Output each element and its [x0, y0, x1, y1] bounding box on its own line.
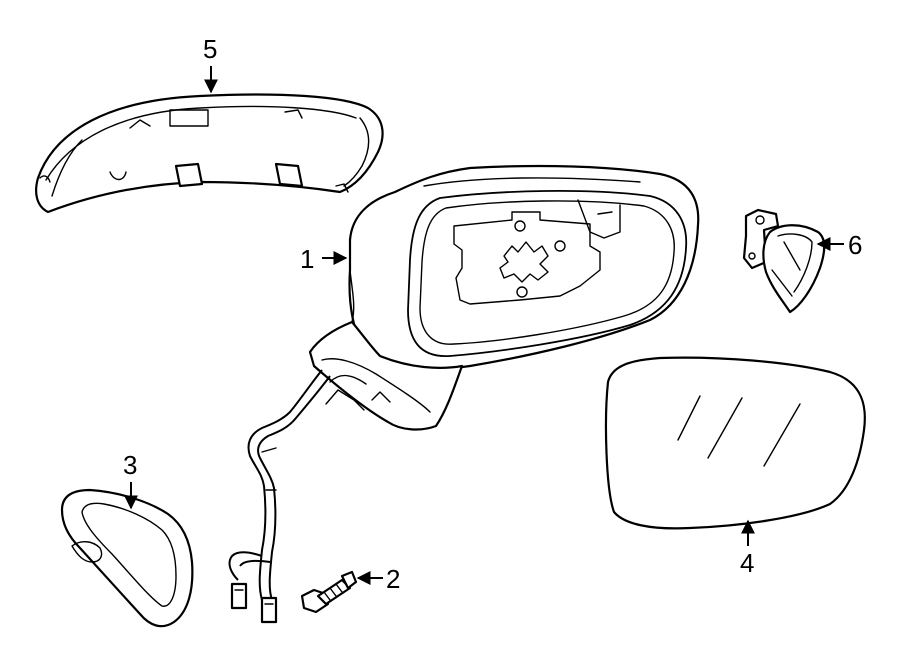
wiring-harness — [228, 369, 331, 624]
mounting-bolt — [300, 570, 358, 614]
turn-signal-lamp — [742, 208, 826, 314]
callout-5: 5 — [203, 34, 217, 64]
callout-labels: 1 2 3 4 5 6 — [123, 34, 862, 594]
callout-2: 2 — [386, 564, 400, 594]
mirror-glass — [604, 356, 866, 530]
trim-gasket — [60, 488, 194, 628]
mirror-cover-cap — [35, 93, 384, 214]
callout-4: 4 — [740, 548, 754, 578]
mirror-housing-assembly — [308, 164, 700, 431]
callout-6: 6 — [848, 230, 862, 260]
leader-arrows — [124, 66, 844, 585]
callout-3: 3 — [123, 450, 137, 480]
callout-1: 1 — [300, 244, 314, 274]
